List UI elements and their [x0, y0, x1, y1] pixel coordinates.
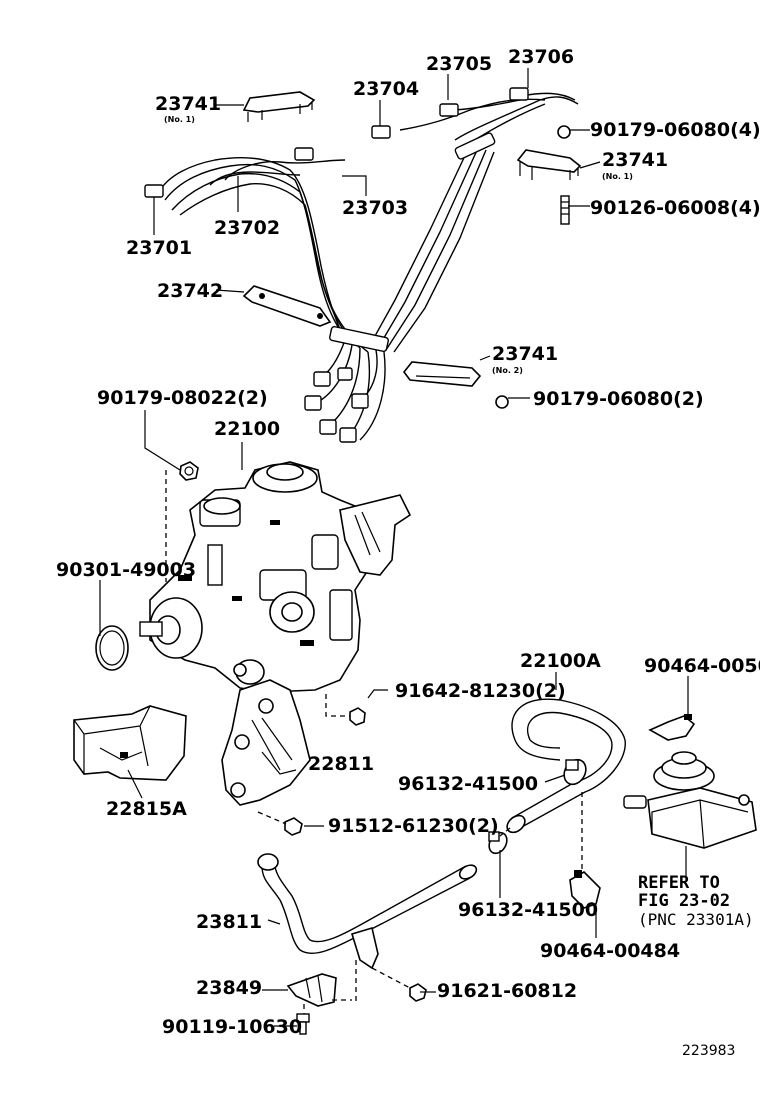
label-23811: 23811 [196, 911, 262, 933]
label-90126-06008-4: 90126-06008(4) [590, 197, 760, 219]
leader-lines [99, 68, 689, 1027]
label-90179-08022-2: 90179-08022(2) [97, 387, 268, 409]
nut-90179-08022 [179, 461, 199, 481]
label-23741-no2: 23741 [492, 343, 558, 365]
nut-90179-06080-2 [495, 395, 509, 409]
label-23741-no1-left: 23741 [155, 93, 221, 115]
label-91512-61230-2: 91512-61230(2) [328, 815, 499, 837]
clamp-23741-no2 [402, 361, 482, 387]
clamp-23741-no1-left [242, 91, 316, 122]
label-23704: 23704 [353, 78, 419, 100]
label-90301-49003: 90301-49003 [56, 559, 196, 581]
nut-90179-06080-4 [557, 125, 571, 139]
label-22100: 22100 [214, 418, 280, 440]
fuel-filter-assembly [623, 751, 757, 849]
refer-note-line3: (PNC 23301A) [638, 910, 754, 929]
label-90464-00484: 90464-00484 [540, 940, 680, 962]
label-23741-no1-right-sub: (No. 1) [602, 172, 633, 181]
clip-90464-00484 [569, 870, 601, 909]
label-23706: 23706 [508, 46, 574, 68]
o-ring-90301-49003 [95, 625, 129, 671]
hose-clamp-96132-upper [563, 758, 587, 786]
clamp-23742 [242, 285, 332, 327]
fitting-23704 [371, 125, 391, 139]
label-23702: 23702 [214, 217, 280, 239]
label-91642-81230-2: 91642-81230(2) [395, 680, 566, 702]
label-90179-06080-2: 90179-06080(2) [533, 388, 704, 410]
bracket-23849 [286, 973, 337, 1007]
injection-pipe-bundle [144, 87, 579, 443]
label-90464-00500: 90464-00500 [644, 655, 760, 677]
label-23705: 23705 [426, 53, 492, 75]
diagram-number: 223983 [682, 1043, 735, 1059]
fuel-hose-22100A [506, 698, 626, 834]
bolt-90119-10630 [296, 1013, 310, 1035]
part-labels: 23705 23706 23704 23741 (No. 1) 90179-06… [56, 46, 760, 1059]
label-23741-no1-right: 23741 [602, 149, 668, 171]
label-22100A: 22100A [520, 650, 601, 672]
refer-note-line1: REFER TO [638, 873, 720, 893]
label-23742: 23742 [157, 280, 223, 302]
fitting-23703 [294, 147, 314, 161]
label-90119-10630: 90119-10630 [162, 1016, 302, 1038]
label-23701: 23701 [126, 237, 192, 259]
bracket-22811 [221, 679, 311, 806]
label-96132-41500-lower: 96132-41500 [458, 899, 598, 921]
nut-91621-60812 [409, 983, 427, 1002]
injection-pump-22100 [139, 461, 412, 693]
label-23741-no1-left-sub: (No. 1) [164, 115, 195, 124]
clip-90464-00500 [648, 714, 696, 741]
nut-91642-81230 [349, 707, 366, 726]
clamp-23741-no1-right [516, 149, 582, 180]
label-90179-06080-4: 90179-06080(4) [590, 119, 760, 141]
bracket-22815A [73, 705, 187, 781]
label-96132-41500-upper: 96132-41500 [398, 773, 538, 795]
label-22811: 22811 [308, 753, 374, 775]
fitting-23701 [144, 184, 164, 198]
bolt-90126-06008 [560, 195, 570, 225]
label-22815A: 22815A [106, 798, 187, 820]
label-23849: 23849 [196, 977, 262, 999]
dashed-lines [165, 470, 583, 1014]
label-91621-60812: 91621-60812 [437, 980, 577, 1002]
refer-note-line2: FIG 23-02 [638, 891, 730, 911]
label-23741-no2-sub: (No. 2) [492, 366, 523, 375]
label-23703: 23703 [342, 197, 408, 219]
pipe-end-nuts [304, 367, 369, 443]
nut-91512-61230 [284, 817, 303, 836]
hose-clamp-96132-lower [488, 831, 508, 855]
fitting-23705 [439, 103, 459, 117]
fitting-23706 [509, 87, 529, 101]
fuel-pipe-23811 [257, 853, 478, 970]
